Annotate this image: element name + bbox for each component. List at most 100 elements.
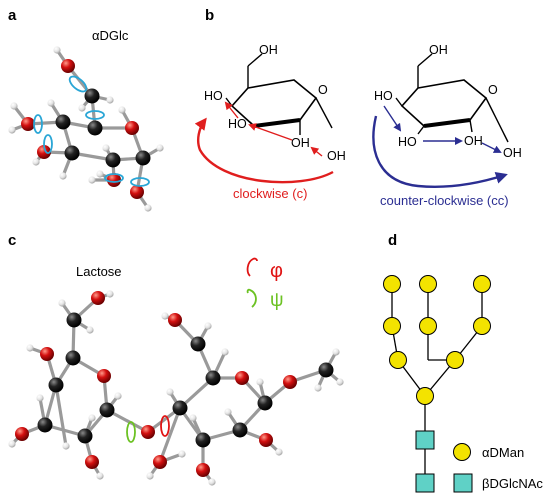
hydrogen-atom (144, 204, 152, 212)
hydrogen-atom (224, 408, 232, 416)
mannose-residue (389, 351, 407, 369)
carbon-atom (205, 370, 221, 386)
oxygen-atom (153, 455, 167, 469)
psi-torsion-ring (126, 421, 136, 443)
o2-hydroxyl-label: OH (291, 136, 310, 150)
carbon-atom (172, 400, 188, 416)
mannose-residue (416, 387, 434, 405)
hydrogen-atom (208, 478, 216, 486)
mannose-residue (419, 317, 437, 335)
red-bracket-icon (246, 257, 258, 277)
molecule-title-lactose: Lactose (76, 264, 122, 279)
carbon-atom (64, 145, 80, 161)
psi-symbol: ψ (270, 290, 284, 311)
counter-clockwise-caption: counter-clockwise (cc) (380, 193, 509, 208)
torsion-ring-o1 (130, 177, 150, 187)
hydrogen-atom (96, 170, 104, 178)
red-arrow-o1-to-o2 (310, 146, 323, 157)
oxygen-atom (168, 313, 182, 327)
panel-letter-b: b (205, 7, 214, 24)
panel-c: c Lactose φ ψ (8, 232, 344, 486)
bond-stick (54, 383, 68, 448)
carbon-atom (65, 350, 81, 366)
lactose-ball-and-stick-model (8, 290, 344, 486)
hydrogen-atom (36, 394, 44, 402)
phi-torsion-ring (160, 415, 170, 437)
mannose-residue (446, 351, 464, 369)
hydrogen-atom (26, 344, 34, 352)
bond-c6-o6 (247, 53, 263, 67)
torsion-ring-o3 (43, 134, 53, 154)
bond-c2-o2 (469, 119, 473, 133)
oxygen-atom (37, 145, 51, 159)
bond-c1-o1 (485, 97, 509, 143)
oxygen-atom (21, 117, 35, 131)
legend-label-beta-dglcnac: βDGlcNAc (482, 476, 543, 491)
o4-hydroxyl-label: HO (204, 89, 223, 103)
oxygen-atom (259, 433, 273, 447)
oxygen-atom (40, 347, 54, 361)
blue-arrow-o2-to-o1 (481, 142, 502, 153)
hydrogen-atom (58, 299, 66, 307)
hydrogen-atom (53, 46, 61, 54)
hydrogen-atom (32, 158, 40, 166)
o6-hydroxyl-label: OH (259, 43, 278, 57)
hydrogen-atom (10, 102, 18, 110)
hydrogen-atom (62, 442, 70, 450)
panel-a: a αDGlc (8, 7, 164, 212)
alpha-mannose-residues (383, 275, 491, 405)
legend-label-alpha-dman: αDMan (482, 445, 524, 460)
o1-hydroxyl-label: OH (327, 149, 346, 163)
carbon-atom (105, 152, 121, 168)
hydrogen-atom (102, 144, 110, 152)
n-glycan-symbol-diagram (383, 275, 491, 493)
clockwise-arc-arrow (194, 117, 334, 184)
oxygen-atom (141, 425, 155, 439)
oxygen-atom (61, 59, 75, 73)
hydrogen-atom (332, 348, 340, 356)
counter-clockwise-arc-arrow (372, 115, 508, 188)
carbon-atom (232, 422, 248, 438)
hydrogen-atom (88, 414, 96, 422)
hydrogen-atom (114, 392, 122, 400)
bond-c6-o6 (417, 53, 433, 67)
o6-hydroxyl-label: OH (429, 43, 448, 57)
glucose-structure-counter-clockwise: OH O HO HO OH OH counter-clockwise (cc) (372, 43, 522, 208)
red-arrow-o3-to-o4 (224, 101, 239, 119)
oxygen-atom (125, 121, 139, 135)
hydrogen-atom (59, 172, 67, 180)
o3-hydroxyl-label: HO (228, 117, 247, 131)
hydrogen-atom (275, 448, 283, 456)
beta-glcnac-residues (415, 430, 435, 493)
torsion-ring-o2 (104, 173, 124, 183)
mannose-residue (473, 275, 491, 293)
hydrogen-atom (106, 290, 114, 298)
hydrogen-atom (8, 126, 16, 134)
mannose-residue (383, 317, 401, 335)
hydrogen-atom (166, 388, 174, 396)
hydrogen-atom (189, 414, 197, 422)
carbon-atom (84, 88, 100, 104)
cyan-square-icon (453, 473, 473, 493)
panel-letter-d: d (388, 232, 397, 249)
torsion-ring-c5 (85, 110, 105, 120)
green-bracket-icon (246, 288, 257, 308)
hydrogen-atom (178, 450, 186, 458)
glcnac-residue (415, 473, 435, 493)
yellow-circle-icon (453, 443, 471, 461)
hydrogen-atom (8, 440, 16, 448)
hydrogen-atom (314, 384, 322, 392)
o4-hydroxyl-label: HO (374, 89, 393, 103)
blue-arrow-o4-to-o3 (383, 105, 402, 132)
panel-b: b OH O HO HO OH OH clockwise (c) (194, 7, 522, 208)
glycan-legend: αDMan βDGlcNAc (453, 443, 543, 493)
oxygen-atom (97, 369, 111, 383)
carbon-atom (195, 432, 211, 448)
carbon-atom (48, 377, 64, 393)
pyranose-ring (400, 79, 488, 127)
carbon-atom (66, 312, 82, 328)
carbon-atom (318, 362, 334, 378)
glucose-structure-clockwise: OH O HO HO OH OH clockwise (c) (194, 43, 346, 201)
carbon-atom (55, 114, 71, 130)
